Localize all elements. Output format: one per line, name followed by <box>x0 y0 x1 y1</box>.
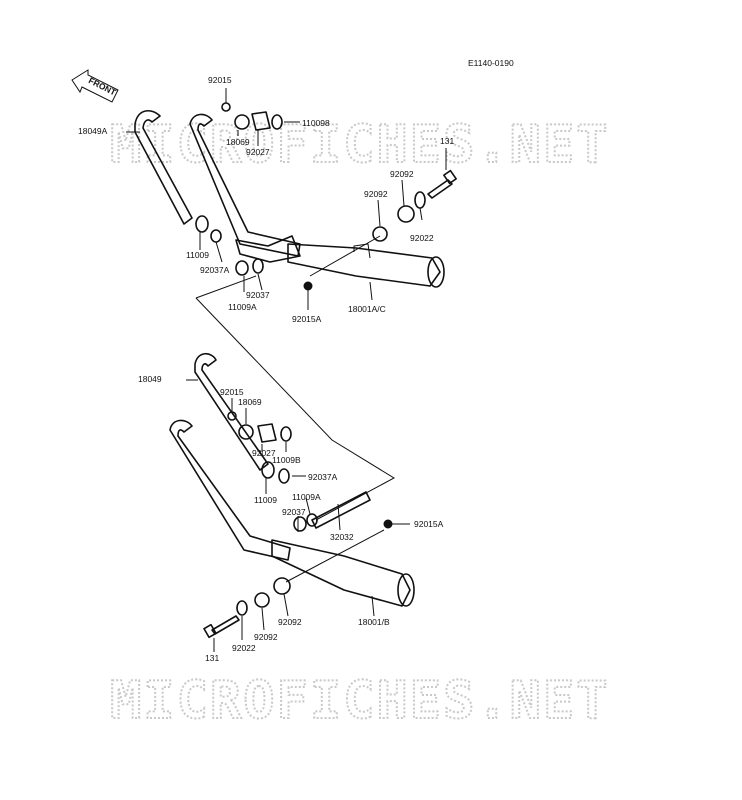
washer-92022 <box>414 191 426 209</box>
washer-92022-lower <box>236 600 248 616</box>
callout-11009-lower: 11009 <box>254 495 277 505</box>
muffler-lower-end <box>397 573 415 607</box>
callout-92037: 92037 <box>246 290 270 300</box>
clamp-92037a <box>210 229 222 243</box>
callout-131: 131 <box>440 136 454 146</box>
header-pipe-lower <box>169 419 291 561</box>
watermark-top: MICROFICHES.NET <box>110 115 610 175</box>
watermark-bottom: MICROFICHES.NET <box>110 671 610 731</box>
nut-92092-lower-b <box>254 592 270 608</box>
upper-exhaust-assembly <box>126 88 457 310</box>
header-pipe-front <box>189 113 301 257</box>
muffler-upper <box>287 243 441 287</box>
clamp-11009-lower <box>261 461 275 479</box>
ring-110098 <box>271 114 283 130</box>
muffler-upper-end <box>427 256 445 288</box>
callout-92022-lower: 92022 <box>232 643 256 653</box>
clamp-11009 <box>195 215 209 233</box>
callout-92022: 92022 <box>410 233 434 243</box>
nut-92092 <box>397 205 415 223</box>
lower-exhaust-assembly <box>169 352 415 652</box>
callout-92092-a: 92092 <box>390 169 414 179</box>
header-pipe-18049 <box>194 352 269 471</box>
callout-110098: 110098 <box>302 118 330 128</box>
clamp-92037a-lower <box>278 468 290 484</box>
ring-11009b <box>280 426 292 442</box>
connector-line-b <box>195 297 396 521</box>
clamp-11009a-lower <box>306 513 318 527</box>
callout-32032: 32032 <box>330 532 354 542</box>
nut-92015 <box>221 102 231 112</box>
clamp-92037-lower <box>293 516 307 532</box>
nut-92092-b <box>372 226 388 242</box>
collar-92027 <box>251 111 271 131</box>
nut-92015a <box>303 281 313 291</box>
bolt-131 <box>427 179 453 199</box>
gasket-18069-lower <box>238 424 254 440</box>
callout-11009: 11009 <box>186 250 209 260</box>
callout-92015a-lower: 92015A <box>414 519 444 529</box>
callout-92027-lower: 92027 <box>252 448 276 458</box>
bolt-131-lower <box>211 615 240 635</box>
clamp-92037 <box>252 258 264 274</box>
front-arrow-icon: FRONT <box>71 69 119 103</box>
callout-18049a: 18049A <box>78 126 108 136</box>
callout-18001a-c: 18001A/C <box>348 304 386 314</box>
bolt-head-131 <box>443 169 457 185</box>
clamp-11009a <box>235 260 249 276</box>
bolt-head-131-lower <box>203 623 217 639</box>
callout-92092-b: 92092 <box>364 189 388 199</box>
front-label: FRONT <box>87 75 118 98</box>
muffler-lower <box>271 539 411 607</box>
nut-92015a-lower <box>383 519 393 529</box>
pipe-32032 <box>311 491 371 529</box>
callout-11009a: 11009A <box>228 302 257 312</box>
callout-92015-lower: 92015 <box>220 387 244 397</box>
callout-92092-lower-a: 92092 <box>254 632 278 642</box>
header-pipe-18049a <box>134 109 193 225</box>
callout-18049: 18049 <box>138 374 162 384</box>
connector-line-a <box>195 275 257 299</box>
callout-11009a-lower: 11009A <box>292 492 321 502</box>
callout-11009b: 11009B <box>272 455 301 465</box>
collar-92027-lower <box>257 423 277 443</box>
callout-18069-lower: 18069 <box>238 397 262 407</box>
callout-92037a-lower: 92037A <box>308 472 338 482</box>
callout-92037a: 92037A <box>200 265 230 275</box>
callout-92027: 92027 <box>246 147 270 157</box>
nut-92092-lower <box>273 577 291 595</box>
callout-131-lower: 131 <box>205 653 219 663</box>
callout-92015a: 92015A <box>292 314 322 324</box>
callout-18069: 18069 <box>226 137 250 147</box>
callout-92037-lower: 92037 <box>282 507 306 517</box>
callout-18001-b: 18001/B <box>358 617 390 627</box>
collector-joint <box>235 235 301 263</box>
diagram-code: E1140-0190 <box>468 58 514 68</box>
gasket-18069 <box>234 114 250 130</box>
callout-92092-lower-b: 92092 <box>278 617 302 627</box>
callout-92015: 92015 <box>208 75 232 85</box>
muffler-upper-bracket <box>353 243 371 259</box>
